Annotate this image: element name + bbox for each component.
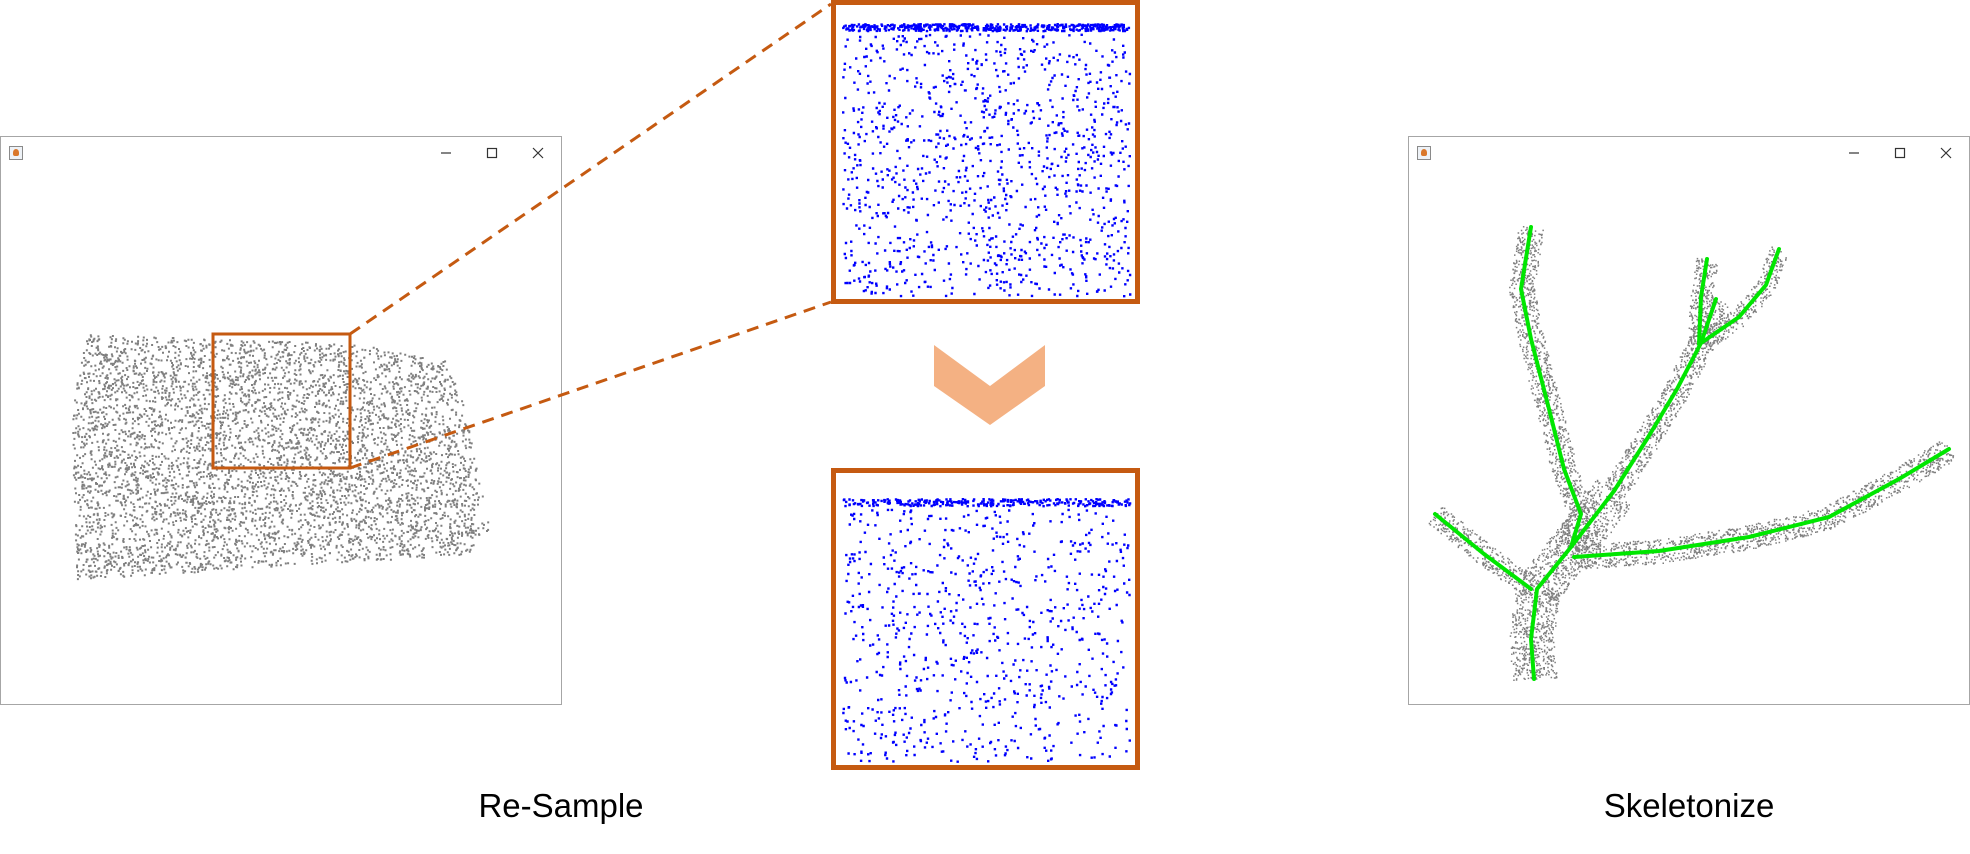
resample-window bbox=[0, 136, 562, 705]
java-icon bbox=[1417, 146, 1431, 160]
tree-point-cloud bbox=[1428, 225, 1955, 681]
close-icon bbox=[1940, 147, 1952, 159]
skeleton-canvas[interactable] bbox=[1409, 169, 1969, 704]
caption-skeletonize: Skeletonize bbox=[1603, 787, 1775, 824]
zoom-before-points bbox=[842, 23, 1132, 298]
skeleton-branch bbox=[1529, 489, 1616, 681]
minimize-button[interactable] bbox=[1831, 137, 1877, 169]
point-cloud bbox=[72, 334, 490, 581]
maximize-button[interactable] bbox=[469, 137, 515, 169]
zoom-before bbox=[831, 0, 1140, 304]
skeleton-branch bbox=[1519, 225, 1583, 549]
maximize-icon bbox=[1894, 147, 1906, 159]
close-button[interactable] bbox=[1923, 137, 1969, 169]
maximize-button[interactable] bbox=[1877, 137, 1923, 169]
window-titlebar bbox=[1409, 137, 1969, 169]
chevron-notch bbox=[934, 345, 1045, 386]
zoom-after-points bbox=[842, 498, 1132, 763]
java-icon bbox=[9, 146, 23, 160]
zoom-after bbox=[831, 468, 1140, 770]
skeleton-branch bbox=[1612, 297, 1718, 493]
caption-resample: Re-Sample bbox=[478, 787, 644, 824]
close-icon bbox=[532, 147, 544, 159]
skeleton-branch bbox=[1699, 247, 1781, 345]
point-cloud-canvas[interactable] bbox=[1, 169, 561, 704]
close-button[interactable] bbox=[515, 137, 561, 169]
window-titlebar bbox=[1, 137, 561, 169]
skeleton-branch bbox=[1697, 257, 1709, 346]
skeleton-window bbox=[1408, 136, 1970, 705]
chevron-down-arrow bbox=[934, 345, 1045, 425]
minimize-icon bbox=[441, 152, 451, 154]
skeleton-branch bbox=[1433, 512, 1533, 591]
maximize-icon bbox=[486, 147, 498, 159]
skeleton-branch bbox=[1572, 447, 1951, 559]
minimize-icon bbox=[1849, 152, 1859, 154]
minimize-button[interactable] bbox=[423, 137, 469, 169]
